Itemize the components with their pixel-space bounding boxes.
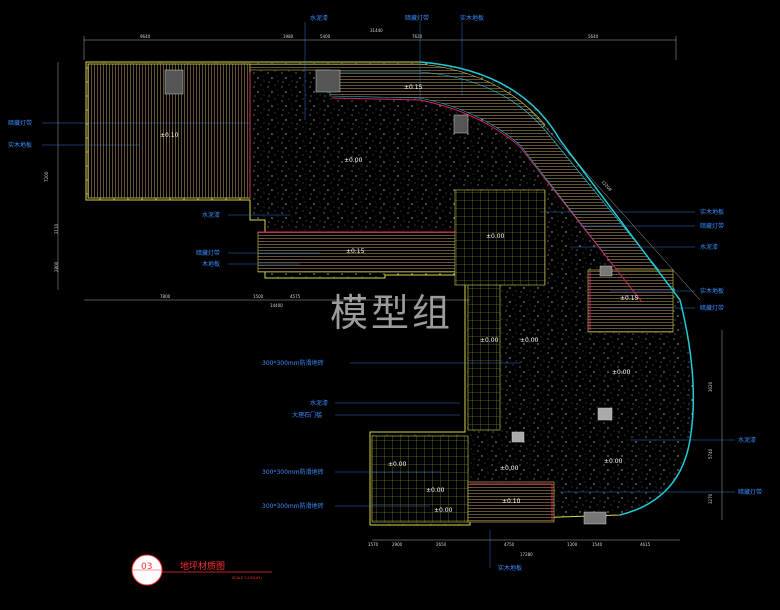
dim-right-1: 3020 [708, 381, 713, 392]
level-mark: ±0.00 [612, 369, 631, 376]
callout-right-3: 水泥漆 [700, 243, 718, 251]
dim-bottom-1: 1570 [368, 542, 379, 547]
dim-left-2: 2110 [54, 223, 59, 234]
dim-bottom-total: 17280 [520, 552, 533, 557]
drawing-scale: SCALE 1:100(A3) [232, 576, 262, 580]
tile-corridor [467, 269, 501, 431]
dimension-lines [57, 36, 723, 541]
column-2 [315, 69, 341, 93]
tile-corridor-2 [454, 189, 546, 286]
drawing-title: 地坪材质图 [180, 560, 225, 572]
dim-mid-total: 14400 [270, 303, 283, 308]
dim-right-2: 5740 [708, 448, 713, 459]
dim-bottom-2: 2900 [392, 542, 403, 547]
callout-left-4: 暗藏灯带 [196, 249, 220, 257]
dim-bottom-3: 2650 [436, 542, 447, 547]
callout-left-9: 300*300mm防滑地砖 [262, 468, 324, 476]
callout-left-1: 暗藏灯带 [8, 119, 32, 127]
dim-top-2: 1980 [283, 34, 294, 39]
level-mark: ±0.00 [520, 337, 539, 344]
level-mark: ±0.00 [500, 465, 519, 472]
dim-top-3: 5400 [320, 34, 331, 39]
callout-right-5: 暗藏灯带 [700, 304, 724, 312]
level-mark: ±0.15 [620, 295, 639, 302]
callout-top-3: 实木地板 [460, 14, 484, 22]
dim-right-3: 3270 [708, 493, 713, 504]
callout-left-3: 水泥漆 [202, 211, 220, 219]
level-mark: ±0.00 [604, 458, 623, 465]
column-6 [597, 407, 613, 421]
level-mark: ±0.00 [480, 337, 499, 344]
dim-diagonal: 12208 [601, 179, 614, 192]
callout-right-1: 实木地板 [700, 208, 724, 216]
level-mark: ±0.15 [346, 248, 365, 255]
level-mark: ±0.00 [344, 157, 363, 164]
title-block: 03 地坪材质图 SCALE 1:100(A3) [131, 554, 272, 586]
dim-bottom-4: 4750 [504, 542, 515, 547]
callout-labels: 水泥漆 暗藏灯带 实木地板 暗藏灯带 实木地板 水泥漆 暗藏灯带 木地板 300… [8, 14, 762, 572]
level-mark: ±0.00 [486, 233, 505, 240]
curved-wall [419, 61, 695, 516]
dim-bottom-5: 1300 [567, 542, 578, 547]
dim-bottom-7: 4615 [640, 542, 651, 547]
callout-top-2: 暗藏灯带 [405, 14, 429, 22]
dim-top-1: 9640 [140, 34, 151, 39]
callout-left-6: 300*300mm防滑地砖 [262, 359, 324, 367]
dim-mid-3: 4575 [290, 294, 301, 299]
callout-left-8: 大理石门槛 [292, 411, 322, 419]
column-3 [453, 114, 469, 134]
callout-bottom: 实木地板 [498, 564, 522, 572]
callout-left-5: 木地板 [202, 260, 220, 268]
dim-mid-2: 1500 [253, 294, 264, 299]
wood-floor-room-right [587, 269, 674, 333]
watermark: 模型组 [330, 291, 454, 335]
dim-bottom-6: 1540 [592, 542, 603, 547]
drawing-number: 03 [141, 562, 152, 572]
level-marks: ±0.15 ±0.10 ±0.00 ±0.00 ±0.15 ±0.00 ±0.0… [160, 84, 639, 514]
column-1 [164, 69, 184, 95]
callout-right-4: 实木地板 [700, 287, 724, 295]
level-mark: ±0.00 [388, 461, 407, 468]
column-7 [511, 431, 525, 443]
dim-top-4: 7620 [412, 34, 423, 39]
level-mark: ±0.00 [434, 507, 453, 514]
leader-lines [42, 22, 735, 568]
level-mark: ±0.10 [502, 498, 521, 505]
dimension-text: 9640 1980 5400 7620 5640 31440 7800 1500… [44, 28, 713, 557]
callout-right-6: 水泥漆 [738, 436, 756, 444]
level-mark: ±0.15 [404, 84, 423, 91]
dim-top-5: 5640 [588, 34, 599, 39]
wood-floor-room-bottom [467, 481, 555, 523]
dim-top-total: 31440 [370, 28, 383, 33]
level-mark: ±0.00 [426, 487, 445, 494]
callout-top-1: 水泥漆 [310, 14, 328, 22]
floor-areas [85, 61, 695, 526]
callout-left-10: 300*300mm防滑地砖 [262, 502, 324, 510]
column-4 [599, 265, 613, 277]
callout-left-2: 实木地板 [8, 141, 32, 149]
callout-right-7: 暗藏灯带 [738, 488, 762, 496]
column-5 [583, 511, 607, 525]
tile-bathroom [371, 435, 469, 523]
dim-mid-1: 7800 [160, 294, 171, 299]
led-strip-lines [249, 72, 643, 520]
callout-right-2: 暗藏灯带 [700, 222, 724, 230]
dim-left-1: 7200 [44, 171, 49, 182]
level-mark: ±0.10 [160, 132, 179, 139]
dim-left-3: 2800 [54, 261, 59, 272]
callout-left-7: 水泥漆 [310, 399, 328, 407]
